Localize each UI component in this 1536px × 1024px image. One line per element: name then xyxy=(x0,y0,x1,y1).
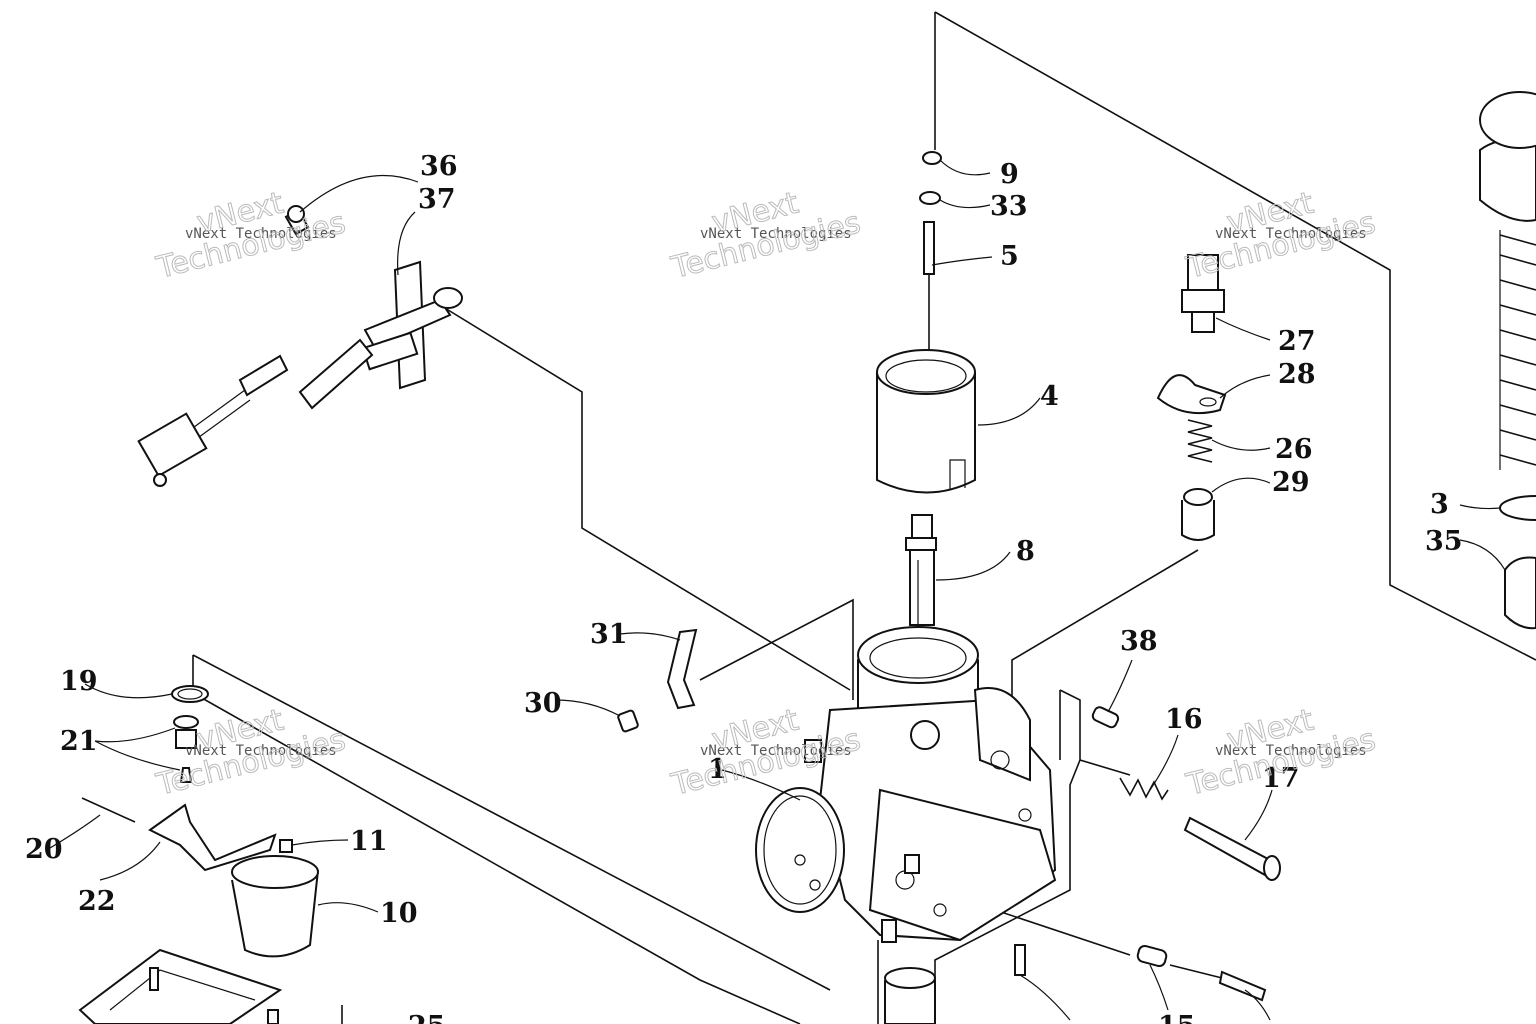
callout-28: 28 xyxy=(1278,359,1316,390)
callout-35: 35 xyxy=(1425,526,1463,557)
callout-26: 26 xyxy=(1275,434,1313,465)
part-lower-screw xyxy=(1218,970,1267,1002)
svg-text:vNext Technologies: vNext Technologies xyxy=(1215,226,1367,242)
part-8-needle-jet xyxy=(905,514,937,626)
part-float-bowl xyxy=(78,948,283,1024)
part-1-carburetor-body xyxy=(755,626,1057,943)
watermark-1: vNext Technologies vNext Technologies xyxy=(152,185,349,286)
callout-37: 37 xyxy=(418,184,456,215)
callout-8: 8 xyxy=(1016,536,1035,567)
svg-text:vNext Technologies: vNext Technologies xyxy=(700,226,852,242)
part-11-cap xyxy=(279,839,293,853)
part-cover-spring xyxy=(1479,91,1536,470)
callout-29: 29 xyxy=(1272,467,1310,498)
watermark-3: vNext Technologies vNext Technologies xyxy=(1182,185,1379,286)
part-16-spring xyxy=(1119,777,1169,801)
callout-17: 17 xyxy=(1262,763,1300,794)
part-bowl-drain xyxy=(884,967,936,1024)
callout-27: 27 xyxy=(1278,326,1316,357)
callout-9: 9 xyxy=(1000,159,1019,190)
svg-text:vNext Technologies: vNext Technologies xyxy=(185,743,337,759)
callout-31: 31 xyxy=(590,619,628,650)
part-26-spring xyxy=(1187,419,1213,463)
part-29-seat xyxy=(1181,488,1215,541)
part-lower-pin xyxy=(1014,944,1026,976)
callout-10: 10 xyxy=(380,898,418,929)
part-3-diaphragm xyxy=(1499,495,1536,521)
part-4-throttle-valve xyxy=(876,349,976,494)
callout-21: 21 xyxy=(60,726,98,757)
part-19-o-ring xyxy=(171,685,209,703)
watermark-2: vNext Technologies vNext Technologies xyxy=(667,185,864,286)
part-17-adjust-screw xyxy=(1183,816,1281,881)
leader-lines xyxy=(49,159,1506,1021)
part-21-float-valve xyxy=(173,715,199,783)
callout-15: 15 xyxy=(1158,1011,1196,1024)
part-15-spring xyxy=(1136,944,1168,968)
svg-text:vNext Technologies: vNext Technologies xyxy=(1215,743,1367,759)
part-38-pin xyxy=(1091,706,1120,729)
part-28-plate xyxy=(1156,374,1227,415)
callout-5: 5 xyxy=(1000,241,1019,272)
callout-36: 36 xyxy=(420,151,458,182)
part-33-washer xyxy=(919,191,941,205)
callout-11: 11 xyxy=(350,826,388,857)
part-22-float-arm xyxy=(148,803,277,872)
callout-4: 4 xyxy=(1040,381,1059,412)
callout-19: 19 xyxy=(60,666,98,697)
part-35-piston xyxy=(1504,556,1536,630)
part-31-bracket xyxy=(666,628,698,710)
callout-20: 20 xyxy=(25,834,63,865)
part-10-float xyxy=(231,855,319,958)
part-36-screw xyxy=(284,205,310,236)
callout-16: 16 xyxy=(1165,704,1203,735)
callout-22: 22 xyxy=(78,886,116,917)
callout-25: 25 xyxy=(408,1011,446,1024)
part-37-throttle-sensor xyxy=(137,260,463,487)
callout-38: 38 xyxy=(1120,626,1158,657)
svg-text:vNext Technologies: vNext Technologies xyxy=(700,743,852,759)
part-27-pilot-jet xyxy=(1181,254,1225,333)
part-20-pin xyxy=(81,797,136,823)
callout-30: 30 xyxy=(524,688,562,719)
part-30-screw xyxy=(617,709,639,733)
callout-33: 33 xyxy=(990,191,1028,222)
callout-1: 1 xyxy=(708,754,727,785)
part-9-clip xyxy=(922,151,942,165)
callout-labels: 36 37 9 33 5 4 27 28 26 29 8 3 35 31 30 … xyxy=(25,151,1463,1024)
svg-text:vNext Technologies: vNext Technologies xyxy=(185,226,337,242)
callout-3: 3 xyxy=(1430,489,1449,520)
